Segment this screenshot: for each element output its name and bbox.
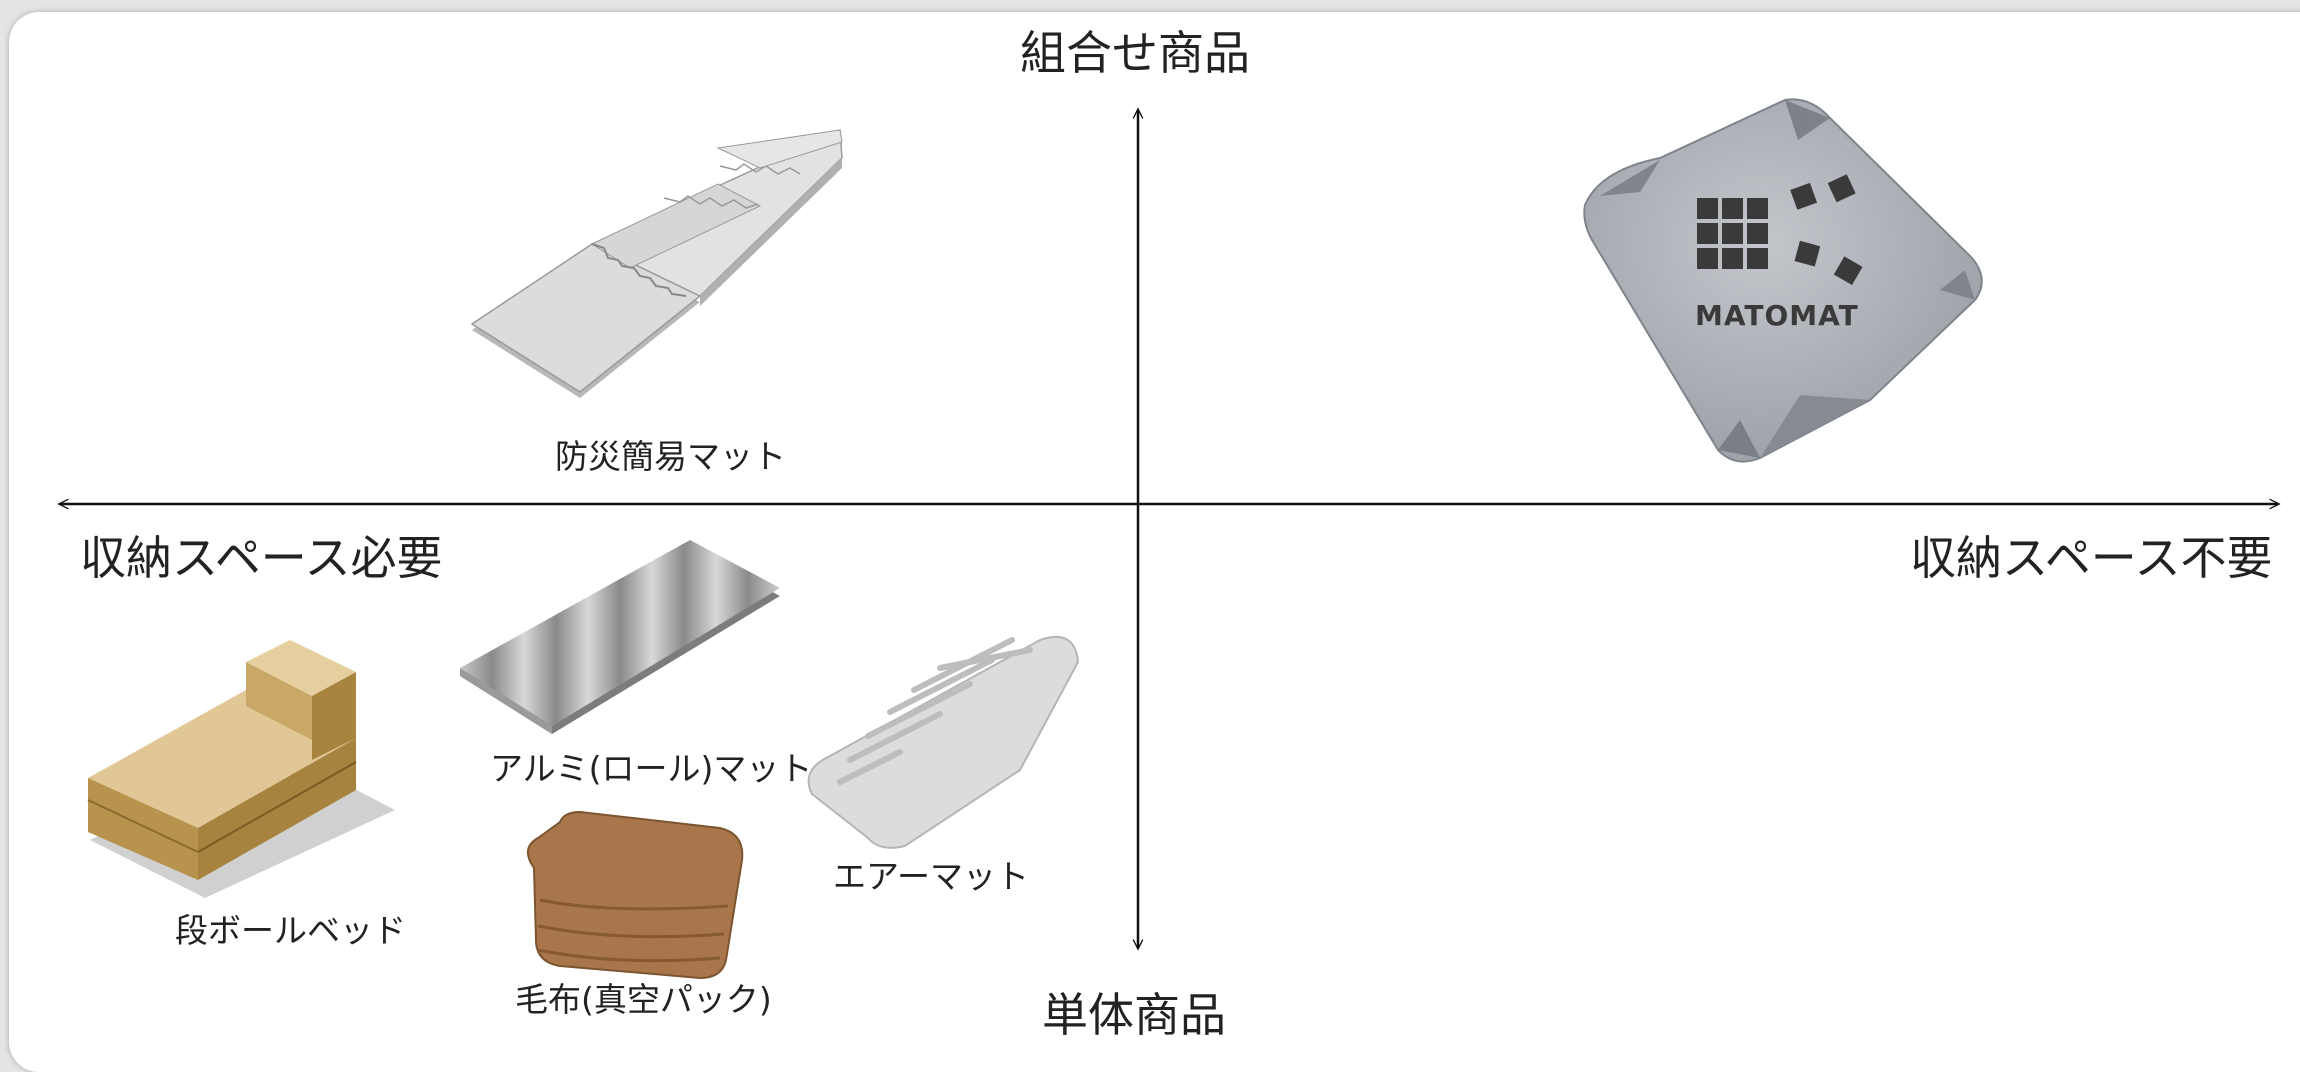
axis-label-left: 収納スペース必要: [80, 531, 443, 585]
axis-label-right: 収納スペース不要: [1910, 531, 2273, 585]
air-mat-image: [807, 635, 1080, 849]
label-aluminum-mat: アルミ(ロール)マット: [490, 749, 813, 788]
cardboard-bed-image: [87, 640, 395, 898]
axis-label-top: 組合せ商品: [1020, 26, 1250, 80]
disaster-mat-image: [470, 128, 843, 398]
blanket-image: [527, 810, 744, 980]
aluminum-mat-image: [460, 540, 780, 734]
label-blanket: 毛布(真空パック): [515, 980, 772, 1019]
matomat-logo-text: MATOMAT: [1695, 299, 1859, 332]
matomat-cushion-image: [1583, 98, 1983, 463]
axis-label-bottom: 単体商品: [1042, 988, 1226, 1042]
label-disaster-mat: 防災簡易マット: [555, 437, 786, 476]
diagram-card: [9, 12, 2300, 1072]
label-air-mat: エアーマット: [833, 857, 1030, 896]
label-cardboard-bed: 段ボールベッド: [175, 911, 406, 950]
